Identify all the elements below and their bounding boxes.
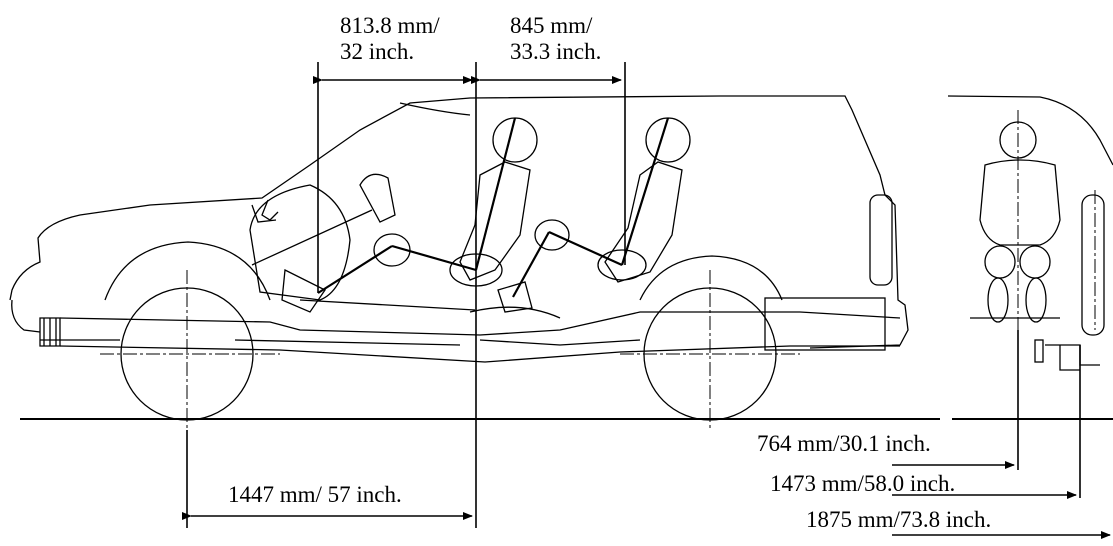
rear-seat-offset-label-line2: 33.3 inch.	[510, 39, 602, 64]
overall-width-label: 1875 mm/73.8 inch.	[806, 507, 992, 532]
front-seat-offset-label-line2: 32 inch.	[340, 39, 415, 64]
wheelbase-to-seat-label: 1447 mm/ 57 inch.	[228, 482, 402, 507]
rear-wheel	[643, 287, 777, 421]
rear-seat-occupant	[469, 117, 691, 319]
vehicle-body-side-view	[9, 95, 909, 363]
seat-centerline-width-label: 764 mm/30.1 inch.	[757, 431, 931, 456]
front-seat-occupant	[249, 117, 538, 313]
track-width-label: 1473 mm/58.0 inch.	[770, 471, 956, 496]
vehicle-rear-view	[947, 95, 1113, 371]
rear-seat-offset-label-line1: 845 mm/	[510, 13, 593, 38]
front-seat-offset-label-line1: 813.8 mm/	[340, 13, 440, 38]
